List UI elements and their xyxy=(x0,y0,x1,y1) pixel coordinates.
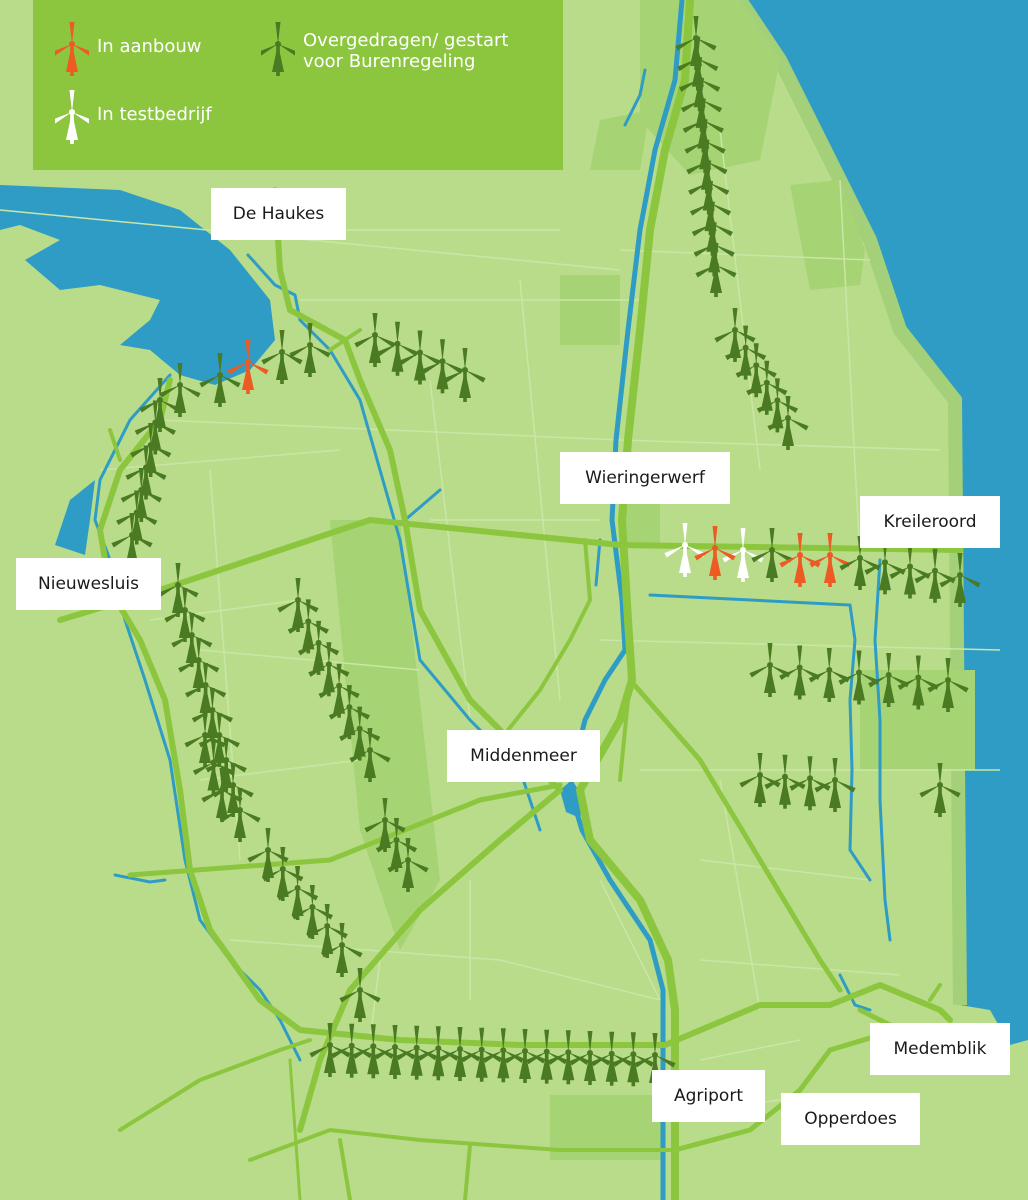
legend: In aanbouw Overgedragen/ gestart voor Bu… xyxy=(33,0,563,170)
legend-item-construction: In aanbouw xyxy=(55,18,201,78)
legend-item-testing: In testbedrijf xyxy=(55,86,212,146)
legend-item-transferred: Overgedragen/ gestart voor Burenregeling xyxy=(261,18,508,78)
wind-turbine-icon xyxy=(261,22,295,76)
legend-label-transferred: Overgedragen/ gestart voor Burenregeling xyxy=(303,30,509,72)
place-label-wieringerwerf: Wieringerwerf xyxy=(560,452,730,504)
place-label-de-haukes: De Haukes xyxy=(211,188,346,240)
sea-water xyxy=(740,0,1028,1045)
place-label-middenmeer: Middenmeer xyxy=(447,730,600,782)
canals xyxy=(93,0,892,1200)
legend-label-testing: In testbedrijf xyxy=(97,104,212,125)
legend-label-construction: In aanbouw xyxy=(97,36,202,57)
wind-turbine-icon xyxy=(55,90,89,144)
place-label-medemblik: Medemblik xyxy=(870,1023,1010,1075)
lake-northwest xyxy=(0,185,275,385)
place-label-opperdoes: Opperdoes xyxy=(781,1093,920,1145)
place-label-kreileroord: Kreileroord xyxy=(860,496,1000,548)
wind-turbine-icon xyxy=(55,22,89,76)
field-patches xyxy=(330,0,975,1160)
place-label-agriport: Agriport xyxy=(652,1070,765,1122)
lake-west xyxy=(55,480,95,555)
place-label-nieuwesluis: Nieuwesluis xyxy=(16,558,161,610)
